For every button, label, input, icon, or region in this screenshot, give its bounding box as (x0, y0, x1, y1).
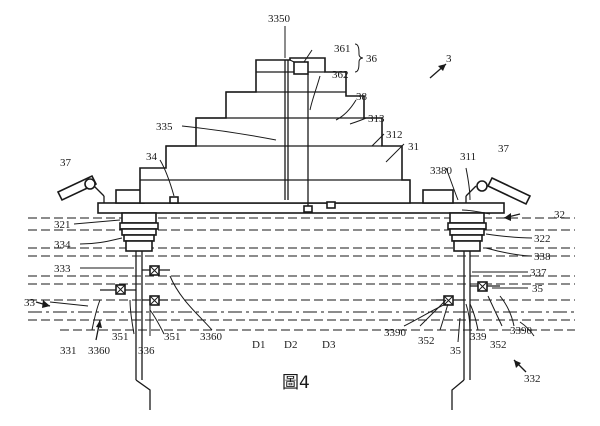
label-3350: 3350 (268, 13, 291, 25)
figure-caption: 圖4 (282, 373, 310, 393)
stepped-pyramid (139, 57, 411, 213)
label-37-left: 37 (60, 157, 72, 169)
arrows (35, 63, 527, 373)
label-351-right: 351 (164, 331, 181, 343)
label-351-left: 351 (112, 331, 129, 343)
label-321: 321 (54, 219, 71, 231)
right-float-assembly (436, 212, 500, 410)
label-35-bottom: 35 (450, 345, 462, 357)
label-361: 361 (334, 43, 351, 55)
solar-panel-left (56, 174, 105, 203)
label-D2: D2 (284, 339, 297, 351)
label-332: 332 (524, 373, 541, 385)
label-3360-right: 3360 (200, 331, 223, 343)
label-322: 322 (534, 233, 551, 245)
label-32: 32 (554, 209, 565, 221)
label-362: 362 (332, 69, 349, 81)
label-336: 336 (138, 345, 155, 357)
label-38: 38 (356, 91, 368, 103)
label-3390-left: 3390 (384, 327, 407, 339)
label-331: 331 (60, 345, 77, 357)
label-D1: D1 (252, 339, 265, 351)
label-34: 34 (146, 151, 158, 163)
water-layers (28, 217, 575, 331)
label-3360-left: 3360 (88, 345, 111, 357)
label-352-left: 352 (418, 335, 435, 347)
label-3380: 3380 (430, 165, 453, 177)
label-35-right: 35 (532, 283, 544, 295)
label-313: 313 (368, 113, 385, 125)
leader-lines (49, 26, 535, 343)
reference-labels: 3 3350 361 36 362 38 313 312 31 335 34 3… (24, 13, 565, 385)
label-311: 311 (460, 151, 476, 163)
label-37-right: 37 (498, 143, 510, 155)
label-D3: D3 (322, 339, 336, 351)
label-334: 334 (54, 239, 71, 251)
label-3390-right: 3390 (510, 325, 533, 337)
label-335: 335 (156, 121, 173, 133)
label-31: 31 (408, 141, 419, 153)
brace-36 (354, 43, 364, 73)
label-337: 337 (530, 267, 547, 279)
label-339: 339 (470, 331, 487, 343)
label-352-right: 352 (490, 339, 507, 351)
label-33: 33 (24, 297, 36, 309)
label-333: 333 (54, 263, 71, 275)
label-312: 312 (386, 129, 403, 141)
solar-panel-right (465, 176, 532, 206)
left-float-assembly (100, 212, 170, 410)
label-3: 3 (446, 53, 452, 65)
label-338: 338 (534, 251, 551, 263)
label-36: 36 (366, 53, 378, 65)
